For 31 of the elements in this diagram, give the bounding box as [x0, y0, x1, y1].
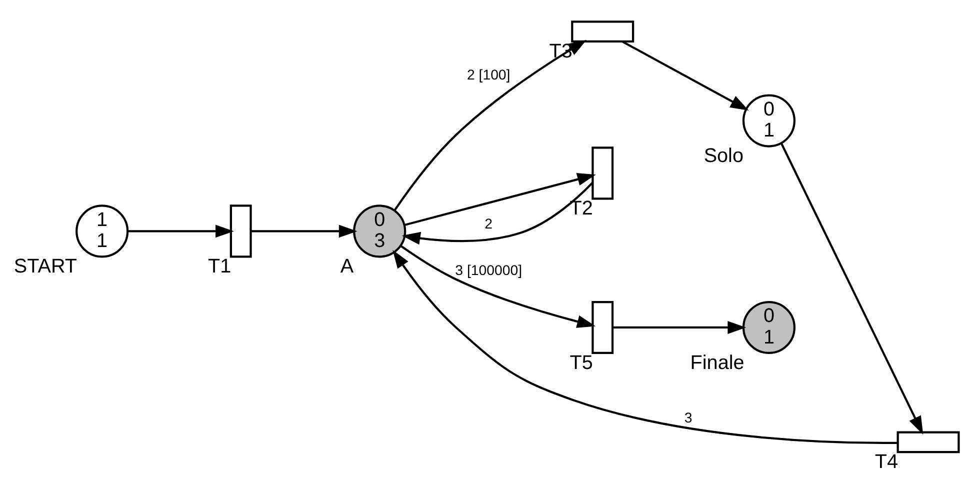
- edge-label: 2 [100]: [467, 66, 510, 82]
- arrow: [394, 39, 587, 210]
- arrow: [780, 142, 924, 434]
- arrow: [612, 320, 746, 334]
- node-circle: 0 1: [742, 94, 796, 147]
- node-box: [230, 204, 252, 258]
- arrow: [128, 224, 234, 238]
- arrow: [392, 249, 898, 444]
- arrow: [404, 172, 596, 226]
- arrow: [400, 244, 596, 328]
- node-circle: 1 1: [76, 204, 129, 258]
- node-label: T5: [570, 351, 593, 374]
- arrow: [402, 181, 594, 244]
- node-circle: 0 1: [742, 300, 796, 354]
- node-box: [592, 300, 614, 354]
- node-box: [896, 430, 960, 453]
- edge-label: 3 [100000]: [455, 262, 522, 278]
- node-circle: 0 3: [353, 204, 406, 258]
- node-label: A: [340, 255, 354, 278]
- node-box: [571, 20, 634, 42]
- node-label: T4: [874, 450, 898, 472]
- edge-label: 3: [684, 408, 692, 425]
- node-box: [592, 146, 614, 200]
- node-label: Solo: [704, 144, 744, 167]
- node-label: T2: [570, 197, 593, 220]
- node-label: Finale: [690, 351, 744, 374]
- arrow: [250, 224, 358, 238]
- arrow: [622, 40, 749, 110]
- node-label: START: [14, 255, 78, 278]
- edge-label: 2: [484, 214, 493, 231]
- node-label: T1: [208, 255, 232, 278]
